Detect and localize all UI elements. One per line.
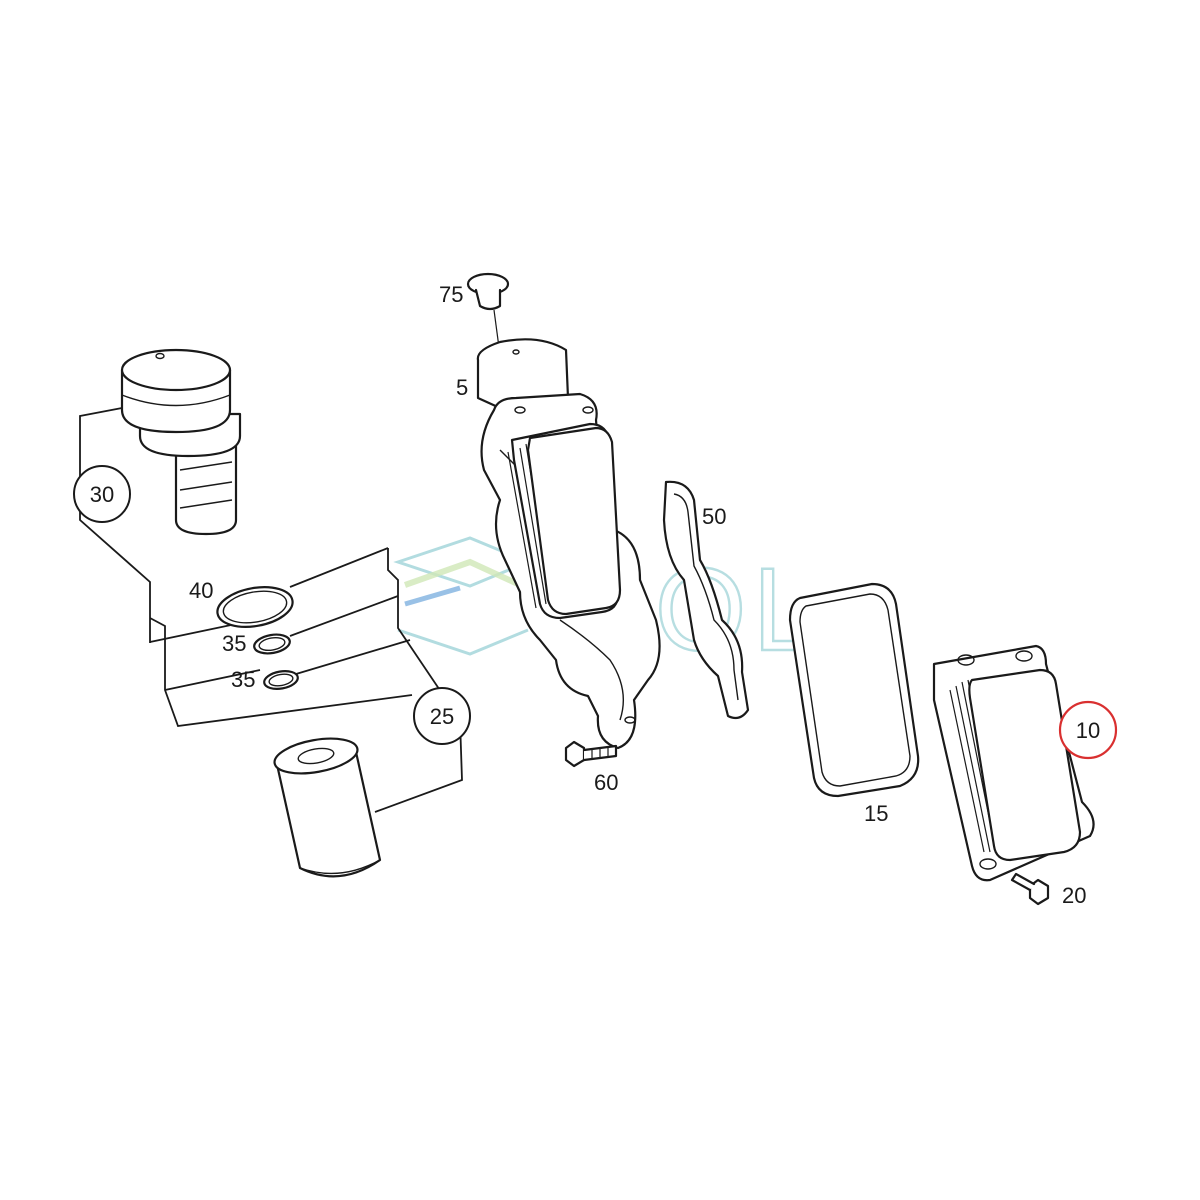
part-35-o-ring-upper	[253, 633, 291, 655]
callout-35-lower: 35	[231, 667, 255, 692]
part-60-bolt	[564, 740, 618, 768]
callout-50: 50	[702, 504, 726, 529]
callout-40: 40	[189, 578, 213, 603]
part-20-bolt	[1010, 872, 1050, 906]
part-40-o-ring	[216, 586, 294, 628]
callout-15: 15	[864, 801, 888, 826]
callout-35-upper: 35	[222, 631, 246, 656]
part-50-gasket	[662, 480, 750, 720]
callout-10: 10	[1076, 718, 1100, 743]
part-5-oil-cooler	[507, 422, 622, 620]
part-25-filter-element	[273, 737, 382, 878]
callout-60: 60	[594, 770, 618, 795]
part-15-seal	[788, 582, 920, 798]
callout-25: 25	[430, 704, 454, 729]
part-30-filter-cap	[120, 348, 242, 536]
callout-75: 75	[439, 282, 463, 307]
callout-30-circle	[73, 465, 131, 523]
part-35-o-ring-lower	[263, 670, 299, 690]
callout-10-circle	[1058, 700, 1118, 760]
callout-20: 20	[1062, 883, 1086, 908]
callout-25-circle	[413, 687, 471, 745]
callout-5: 5	[456, 375, 468, 400]
callout-30: 30	[90, 482, 114, 507]
part-10-oil-cooler	[932, 644, 1095, 882]
part-75-plug	[466, 272, 510, 401]
